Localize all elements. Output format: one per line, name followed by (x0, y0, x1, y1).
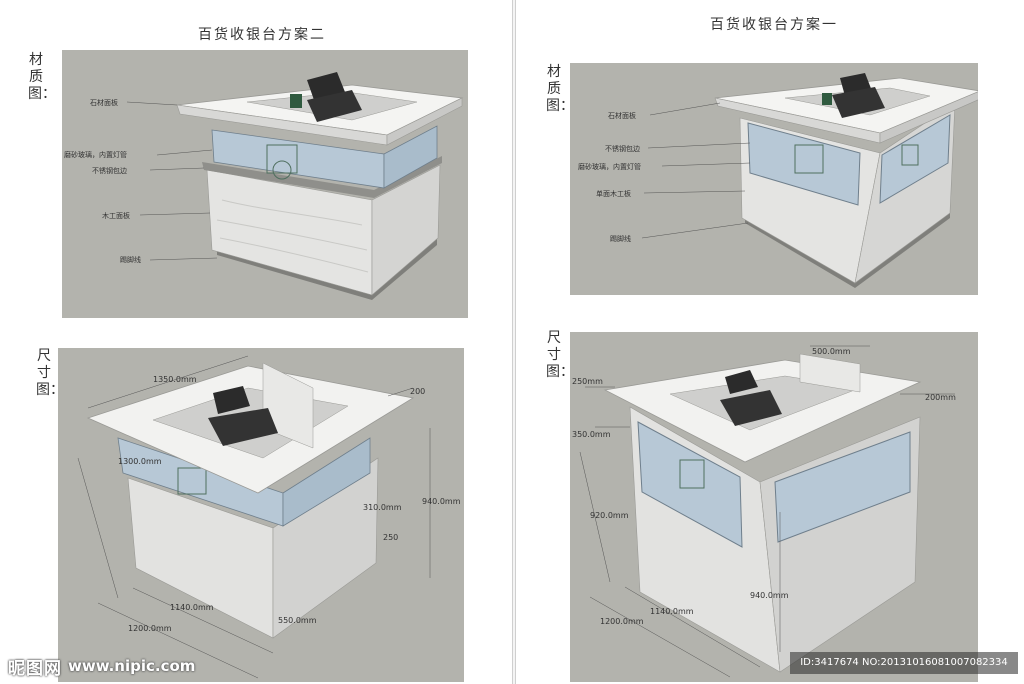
right-dim-band: 350.0mm (572, 430, 611, 439)
right-dimension-label: 尺寸图： (546, 330, 574, 380)
left-ann-steel: 不锈钢包边 (92, 166, 127, 175)
left-material-label: 材质图： (28, 52, 56, 102)
left-dim-band: 310.0mm (363, 503, 402, 512)
left-dimension-drawing: 1350.0mm 200 1300.0mm 940.0mm 310.0mm 25… (77, 355, 461, 679)
right-dim-cash-register-icon (720, 370, 782, 426)
left-dim-rim: 200 (410, 387, 425, 396)
right-sheet-title: 百货收银台方案一 (710, 17, 838, 33)
right-dim-depth: 920.0mm (590, 511, 629, 520)
right-dim-height: 940.0mm (750, 591, 789, 600)
right-ann-glass: 磨砂玻璃，内置灯管 (578, 162, 641, 171)
right-material-label: 材质图： (546, 64, 574, 114)
right-dim-glass-side (774, 431, 911, 543)
right-ann-skirting: 踢脚线 (610, 234, 631, 243)
left-glass-side (383, 125, 438, 189)
watermark-url: www.nipic.com (68, 657, 196, 675)
right-dim-base-width: 1140.0mm (650, 607, 694, 616)
left-dim-step: 250 (383, 533, 398, 542)
right-ann-steel: 不锈钢包边 (605, 144, 640, 153)
watermark-id-bar: ID:3417674 NO:20131016081007082334 (790, 652, 1018, 674)
left-material-panel: 石材面板 磨砂玻璃，内置灯管 不锈钢包边 木工面板 踢脚线 (62, 50, 468, 318)
watermark-logo: 昵图网 (8, 658, 62, 679)
left-dim-base-width: 1140.0mm (170, 603, 214, 612)
right-cash-register-icon (822, 73, 885, 118)
left-logo-front-icon (266, 144, 298, 174)
left-sheet-title: 百货收银台方案二 (198, 27, 326, 43)
left-dim-top-width: 1350.0mm (153, 375, 197, 384)
right-dim-logo-icon (679, 459, 705, 489)
right-glass-side (879, 114, 951, 204)
sheet-divider (512, 0, 516, 684)
right-ann-stone: 石材面板 (608, 111, 636, 120)
left-dim-height: 940.0mm (422, 497, 461, 506)
right-glass-front (747, 122, 861, 206)
watermark: 昵图网 www.nipic.com (8, 654, 196, 679)
left-dim-logo-icon (177, 467, 207, 495)
right-logo-side-icon (901, 144, 919, 166)
left-counter-side-wood (371, 164, 441, 296)
left-ann-stone: 石材面板 (90, 98, 118, 107)
left-dim-base-length: 1200.0mm (128, 624, 172, 633)
left-ann-wood: 木工面板 (102, 211, 130, 220)
left-sheet: 百货收银台方案二 材质图： (28, 27, 468, 682)
right-dim-edge: 250mm (572, 377, 603, 386)
left-dimension-panel: 1350.0mm 200 1300.0mm 940.0mm 310.0mm 25… (58, 348, 464, 682)
right-ann-wood: 单面木工板 (596, 189, 631, 198)
left-dim-base-depth: 550.0mm (278, 616, 317, 625)
left-ann-skirting: 踢脚线 (120, 255, 141, 264)
left-dim-depth: 1300.0mm (118, 457, 162, 466)
left-dim-cash-register-icon (208, 386, 278, 446)
right-dim-base-length: 1200.0mm (600, 617, 644, 626)
right-dim-rim: 200mm (925, 393, 956, 402)
right-dim-glass-front (637, 421, 743, 548)
left-ann-glass: 磨砂玻璃，内置灯管 (64, 150, 127, 159)
right-sheet: 百货收银台方案一 材质图： (516, 0, 1024, 684)
left-cash-register-icon (290, 72, 362, 122)
left-dimension-label: 尺寸图： (36, 348, 64, 398)
right-dim-opening: 500.0mm (812, 347, 851, 356)
right-material-panel: 石材面板 不锈钢包边 磨砂玻璃，内置灯管 单面木工板 踢脚线 (570, 63, 978, 295)
right-material-drawing: 石材面板 不锈钢包边 磨砂玻璃，内置灯管 单面木工板 踢脚线 (578, 73, 978, 288)
right-dimension-drawing: 500.0mm 250mm 200mm 350.0mm 920.0mm 940.… (572, 345, 956, 678)
right-logo-front-icon (794, 144, 824, 174)
right-dimension-panel: 500.0mm 250mm 200mm 350.0mm 920.0mm 940.… (570, 332, 978, 682)
left-material-drawing: 石材面板 磨砂玻璃，内置灯管 不锈钢包边 木工面板 踢脚线 (64, 72, 464, 300)
